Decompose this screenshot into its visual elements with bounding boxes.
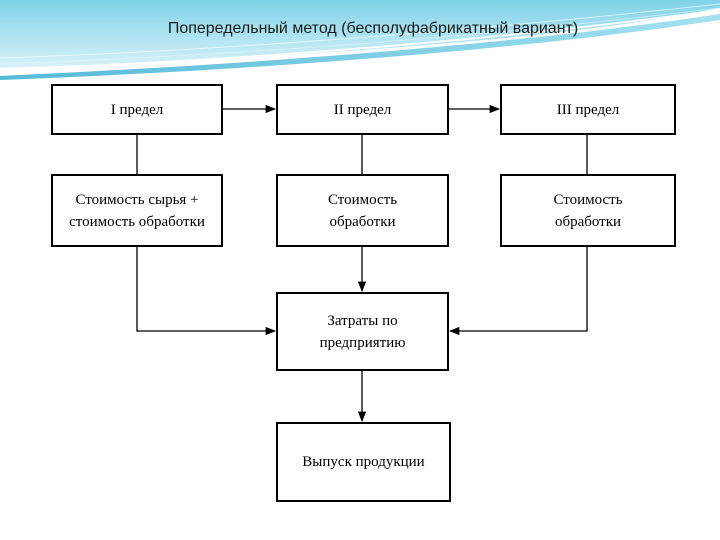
output-box: Выпуск продукции — [276, 422, 451, 502]
header-wave-decoration — [0, 0, 720, 80]
stage-1-box: I предел — [51, 84, 223, 135]
cost-2-box: Стоимость обработки — [276, 174, 449, 247]
arrow-cost3-to-totals — [448, 246, 588, 336]
totals-box: Затраты по предприятию — [276, 292, 449, 371]
stage-2-box: II предел — [276, 84, 449, 135]
cost-1-box: Стоимость сырья + стоимость обработки — [51, 174, 223, 247]
arrow-cost1-to-totals — [136, 246, 277, 336]
stage-3-box: III предел — [500, 84, 676, 135]
slide-title: Попередельный метод (бесполуфабрикатный … — [167, 20, 579, 37]
cost-3-box: Стоимость обработки — [500, 174, 676, 247]
